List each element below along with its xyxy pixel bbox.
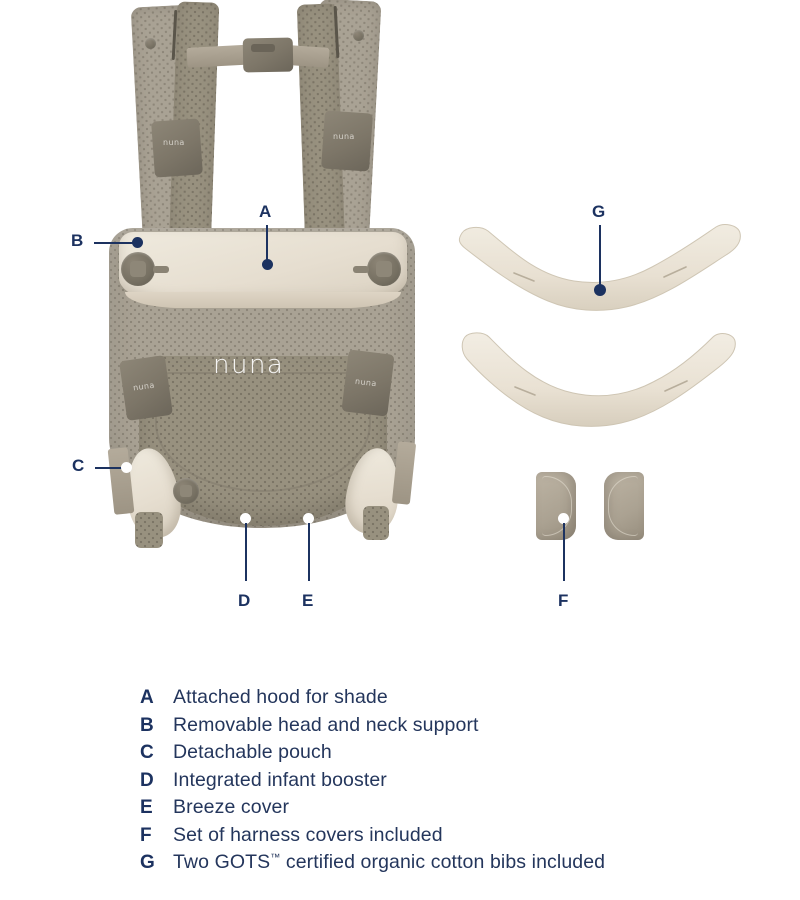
legend-text-g: Two GOTS™ certified organic cotton bibs … <box>173 851 605 874</box>
hood-snap-right-tab <box>353 266 369 273</box>
legend-text-g-rest: certified organic cotton bibs included <box>280 851 606 873</box>
chest-buckle-tab <box>251 44 275 52</box>
legend-item-e: E Breeze cover <box>140 796 760 824</box>
right-strap-buckle <box>321 110 373 172</box>
left-buckle-logo: nuna <box>163 138 185 147</box>
legend-text-g-main: Two GOTS <box>173 851 271 873</box>
callout-leader-e <box>308 523 310 581</box>
callout-letter-c: C <box>72 456 85 475</box>
legend-text-d: Integrated infant booster <box>173 768 387 791</box>
callout-dot-c <box>121 462 132 473</box>
legend-letter-a: A <box>140 687 154 708</box>
legend-item-d: D Integrated infant booster <box>140 769 760 797</box>
hood-snap-right-inner <box>376 261 392 277</box>
callout-dot-f <box>558 513 569 524</box>
hood-snap-left-inner <box>130 261 146 277</box>
legend-text-b: Removable head and neck support <box>173 713 479 736</box>
callout-leader-a <box>266 225 268 263</box>
infant-booster-seam <box>155 372 371 492</box>
legend-item-a: A Attached hood for shade <box>140 686 760 714</box>
callout-leader-g <box>599 225 601 287</box>
legend-item-f: F Set of harness covers included <box>140 824 760 852</box>
right-strap-snap <box>353 30 364 41</box>
callout-leader-f <box>563 523 565 581</box>
left-strap-snap <box>145 38 156 49</box>
harness-covers-illustration <box>528 468 678 548</box>
legend-letter-c: C <box>140 742 154 763</box>
callout-letter-f: F <box>558 591 569 610</box>
callout-letter-e: E <box>302 591 314 610</box>
callout-leader-d <box>245 523 247 581</box>
legend-item-g: G Two GOTS™ certified organic cotton bib… <box>140 851 760 879</box>
right-buckle-logo: nuna <box>333 132 355 141</box>
legend-letter-e: E <box>140 797 153 818</box>
left-strap-buckle <box>151 118 203 178</box>
bib-lower <box>461 332 736 427</box>
baby-carrier-illustration: nuna nuna nuna nuna nuna <box>95 0 435 560</box>
bib-upper <box>458 224 741 311</box>
callout-dot-b <box>132 237 143 248</box>
callout-leader-b <box>94 242 136 244</box>
right-lower-tab <box>363 506 389 540</box>
callout-letter-d: D <box>238 591 251 610</box>
legend-letter-b: B <box>140 714 154 736</box>
seat-snap-inner <box>180 485 192 497</box>
legend-text-a: Attached hood for shade <box>173 686 388 708</box>
callout-dot-g <box>594 284 606 296</box>
trademark-symbol: ™ <box>270 852 281 864</box>
chest-buckle <box>242 37 294 73</box>
callout-dot-a <box>262 259 273 270</box>
callout-letter-g: G <box>592 202 606 221</box>
hood-snap-left-tab <box>153 266 169 273</box>
hood-panel-fold <box>125 292 401 308</box>
legend-text-e: Breeze cover <box>173 796 290 818</box>
callout-leader-c <box>95 467 127 469</box>
legend-letter-f: F <box>140 824 152 846</box>
callout-dot-d <box>240 513 251 524</box>
left-lower-tab <box>135 512 163 548</box>
callout-dot-e <box>303 513 314 524</box>
legend-letter-d: D <box>140 769 154 791</box>
legend-letter-g: G <box>140 852 155 873</box>
legend-item-c: C Detachable pouch <box>140 741 760 769</box>
callout-letter-b: B <box>71 231 84 250</box>
legend-text-f: Set of harness covers included <box>173 823 443 846</box>
callout-letter-a: A <box>259 202 272 221</box>
legend: A Attached hood for shade B Removable he… <box>140 686 760 879</box>
legend-item-b: B Removable head and neck support <box>140 714 760 742</box>
cotton-bibs-illustration <box>450 215 750 435</box>
legend-text-c: Detachable pouch <box>173 741 332 763</box>
brand-logo: nuna <box>213 350 285 380</box>
